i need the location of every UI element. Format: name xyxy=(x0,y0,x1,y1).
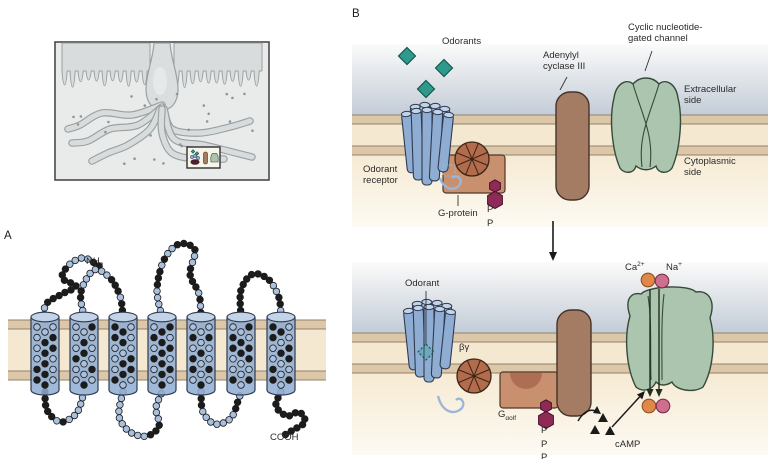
cooh-label: COOH xyxy=(270,432,299,443)
extracellular-side-label: Extracellular side xyxy=(684,84,737,106)
sodium-ion-label: Na+ xyxy=(666,261,682,274)
phosphates-pp-label: P P xyxy=(487,204,494,229)
odorants-label: Odorants xyxy=(442,36,482,47)
odorant-receptor-label: Odorant receptor xyxy=(363,164,398,186)
beta-gamma-label: βγ xyxy=(459,342,470,353)
calcium-ion-label: Ca2+ xyxy=(625,261,645,274)
g-alpha-olf-label: Gαolf xyxy=(498,409,517,422)
olfactory-cilia-inset-illustration xyxy=(54,41,270,181)
g-protein-label: G-protein xyxy=(438,208,478,219)
camp-label: cAMP xyxy=(615,439,641,450)
odorant-label: Odorant xyxy=(405,278,440,289)
panel-a-letter: A xyxy=(4,230,12,242)
signal-transduction-panels-illustration xyxy=(352,44,768,455)
phosphates-ppp-label: P P P xyxy=(541,425,548,459)
adenylyl-cyclase-label: Adenylyl cyclase III xyxy=(543,50,586,72)
cng-channel-label: Cyclic nucleotide- gated channel xyxy=(628,22,703,44)
panel-b-letter: B xyxy=(352,8,360,20)
seven-transmembrane-receptor-illustration xyxy=(8,239,326,440)
nh2-label: NH2 xyxy=(86,256,104,269)
cytoplasmic-side-label: Cytoplasmic side xyxy=(684,156,736,178)
